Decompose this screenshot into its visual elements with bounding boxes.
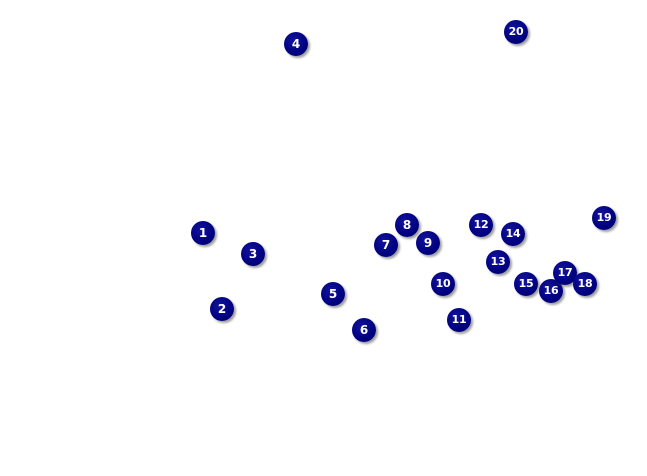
marker-11[interactable]: 11 [447, 308, 471, 332]
marker-3[interactable]: 3 [241, 242, 265, 266]
marker-20[interactable]: 20 [504, 20, 528, 44]
marker-2[interactable]: 2 [210, 297, 234, 321]
marker-5[interactable]: 5 [321, 282, 345, 306]
marker-6[interactable]: 6 [352, 318, 376, 342]
marker-12[interactable]: 12 [469, 213, 493, 237]
marker-18[interactable]: 18 [573, 272, 597, 296]
marker-9[interactable]: 9 [416, 231, 440, 255]
marker-7[interactable]: 7 [374, 233, 398, 257]
marker-17[interactable]: 17 [553, 261, 577, 285]
marker-15[interactable]: 15 [514, 272, 538, 296]
marker-8[interactable]: 8 [395, 213, 419, 237]
marker-10[interactable]: 10 [431, 272, 455, 296]
marker-13[interactable]: 13 [486, 250, 510, 274]
marker-19[interactable]: 19 [592, 206, 616, 230]
marker-1[interactable]: 1 [191, 221, 215, 245]
marker-4[interactable]: 4 [284, 32, 308, 56]
marker-14[interactable]: 14 [501, 222, 525, 246]
